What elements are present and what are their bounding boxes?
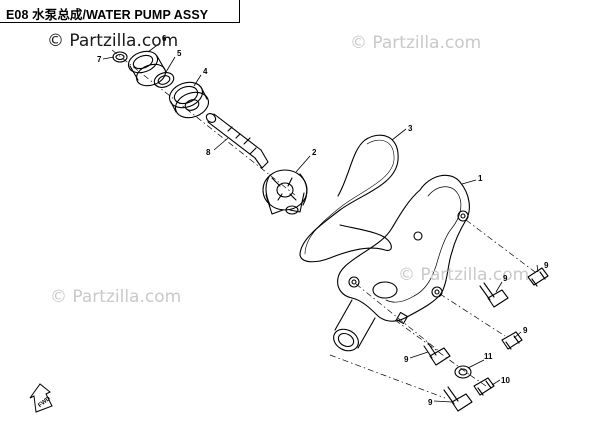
watermark-top-left: © Partzilla.com [47, 31, 179, 51]
bolt-9-b [479, 282, 509, 308]
part-6-seal [127, 50, 167, 87]
title-box: E08 水泵总成/WATER PUMP ASSY [0, 0, 240, 23]
watermark-mid-left: © Partzilla.com [50, 287, 182, 307]
part-1-housing [333, 174, 470, 352]
bolt-9-c [501, 331, 523, 350]
part-5-washer [153, 72, 175, 88]
fwd-arrow-icon [29, 383, 53, 413]
bolt-9-a [527, 267, 549, 287]
washer-11 [454, 365, 472, 379]
part-4-mechanical-seal [168, 81, 210, 119]
watermark-mid-right: © Partzilla.com [398, 265, 530, 285]
part-8-shaft [205, 113, 269, 169]
diagram-title: E08 水泵总成/WATER PUMP ASSY [6, 8, 209, 22]
bolt-9-e [443, 386, 473, 412]
bolt-10 [473, 377, 495, 396]
watermark-top-right: © Partzilla.com [350, 33, 482, 53]
part-2-impeller [262, 169, 308, 215]
bolt-9-d [423, 342, 451, 366]
part-3-gasket [299, 134, 399, 263]
